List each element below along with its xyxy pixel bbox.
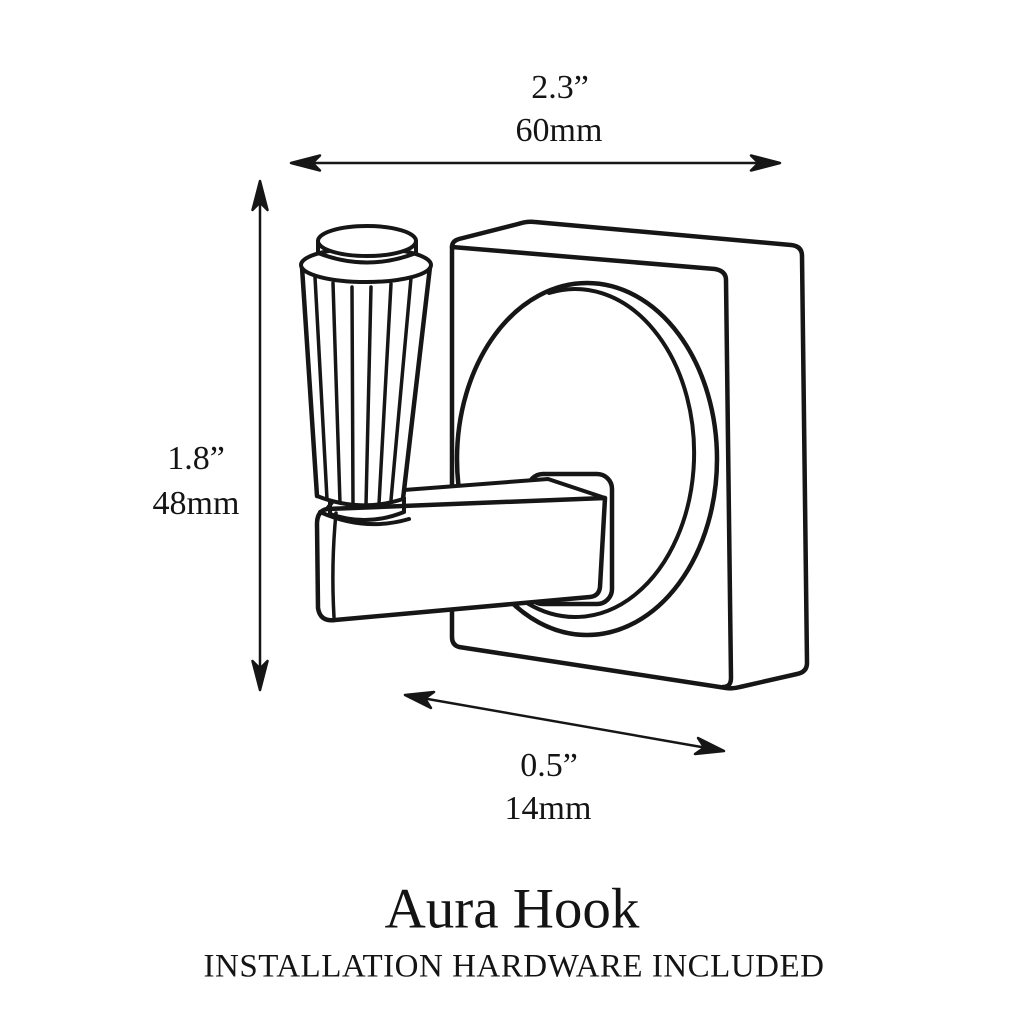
disc-inner-rim [525, 287, 697, 619]
knob-flutes [313, 275, 413, 507]
dimension-arrows [251, 154, 782, 756]
arrowhead-right-icon [749, 154, 782, 172]
height-inches-label: 1.8” [167, 440, 225, 477]
depth-inches-label: 0.5” [520, 747, 578, 784]
hook-knob [299, 224, 433, 527]
width-inches-label: 2.3” [531, 69, 589, 106]
arrowhead-left-icon [289, 154, 322, 172]
arrowhead-down-icon [251, 659, 269, 692]
depth-dimension-arrow [403, 690, 726, 756]
knob-cone-sides [299, 264, 433, 502]
arm-front-face [314, 495, 608, 623]
arrowhead-up-icon [251, 179, 269, 212]
height-metric-label: 48mm [152, 485, 240, 522]
width-metric-label: 60mm [515, 112, 603, 149]
knob-cap-top [316, 224, 418, 258]
height-dimension-arrow [251, 179, 269, 692]
backplate-front-edge [449, 244, 734, 690]
page-subtitle: INSTALLATION HARDWARE INCLUDED [203, 948, 825, 985]
width-dimension-arrow [289, 154, 782, 172]
arrowhead-upleft-icon [403, 690, 436, 710]
page-title: Aura Hook [384, 877, 640, 941]
depth-metric-label: 14mm [504, 790, 592, 827]
arrowhead-downright-icon [693, 736, 726, 756]
arm-end-cap-line [331, 511, 338, 619]
